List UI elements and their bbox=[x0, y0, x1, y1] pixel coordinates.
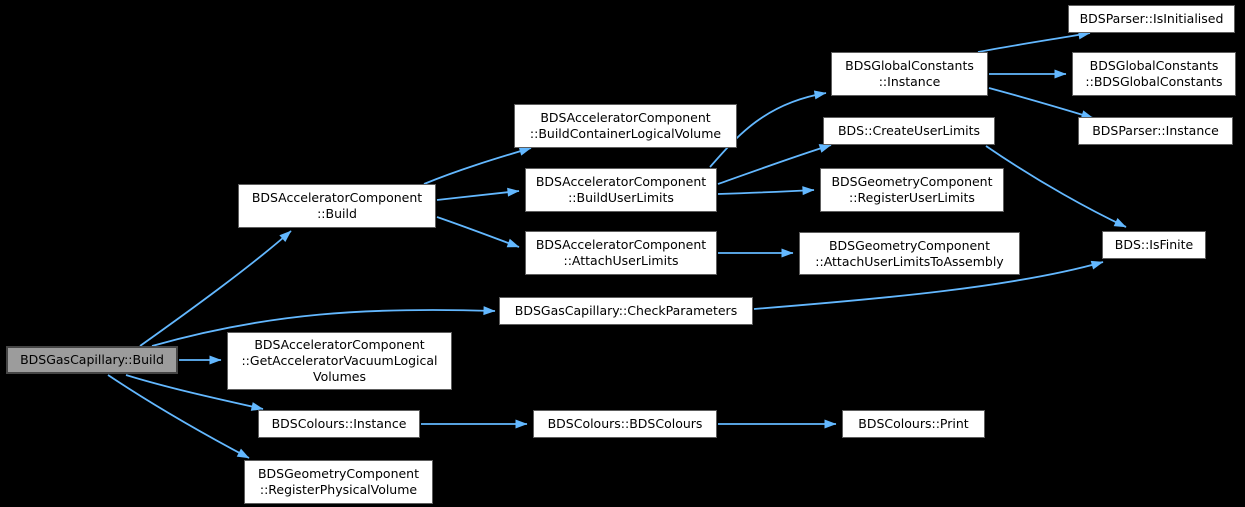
node-globalconstants-ctor[interactable]: BDSGlobalConstants::BDSGlobalConstants bbox=[1072, 52, 1236, 96]
node-build-user-limits[interactable]: BDSAcceleratorComponent::BuildUserLimits bbox=[525, 168, 717, 212]
edge-globalconstants-instance--parser-instance bbox=[988, 87, 1094, 119]
node-label-line: ::Instance bbox=[878, 74, 941, 89]
node-label-line: Volumes bbox=[312, 369, 366, 384]
node-label-line: BDSAcceleratorComponent bbox=[251, 190, 423, 205]
edge-gascapillary-build--gascapillary-checkparameters bbox=[151, 306, 496, 347]
node-gascapillary-build: BDSGasCapillary::Build bbox=[6, 346, 178, 374]
node-label-line: BDSGeometryComponent bbox=[828, 237, 991, 253]
node-label-line: BDSAcceleratorComponent bbox=[535, 237, 707, 252]
node-label-line: BDSGlobalConstants bbox=[1089, 58, 1219, 73]
edge-gascapillary-build--acceleratorcomponent-build bbox=[139, 230, 292, 347]
edge-acceleratorcomponent-build--build-container-logical-volume bbox=[423, 146, 532, 185]
node-label-line: BDSGeometryComponent bbox=[257, 466, 420, 481]
node-attach-user-limits-to-assembly[interactable]: BDSGeometryComponent::AttachUserLimitsTo… bbox=[799, 232, 1020, 275]
node-register-user-limits[interactable]: BDSGeometryComponent::RegisterUserLimits bbox=[820, 168, 1004, 212]
node-label-line: ::GetAcceleratorVacuumLogical bbox=[241, 353, 438, 368]
node-label-line: ::BuildContainerLogicalVolume bbox=[529, 126, 722, 141]
node-label-line: BDSGasCapillary::CheckParameters bbox=[514, 303, 738, 318]
node-colours-print[interactable]: BDSColours::Print bbox=[842, 410, 985, 438]
edge-gascapillary-build--register-physical-volume bbox=[107, 374, 250, 459]
node-acceleratorcomponent-build[interactable]: BDSAcceleratorComponent::Build bbox=[238, 184, 436, 228]
node-label-line: ::BuildUserLimits bbox=[568, 190, 674, 205]
node-register-physical-volume[interactable]: BDSGeometryComponent::RegisterPhysicalVo… bbox=[244, 460, 433, 504]
node-label-line: BDSColours::Print bbox=[858, 416, 969, 431]
edge-build-user-limits--create-user-limits bbox=[717, 144, 832, 185]
node-label-line: ::Build bbox=[317, 206, 357, 221]
node-label-line: BDS::IsFinite bbox=[1114, 237, 1194, 252]
node-create-user-limits[interactable]: BDS::CreateUserLimits bbox=[823, 117, 995, 145]
node-label-line: ::RegisterUserLimits bbox=[849, 190, 975, 205]
node-parser-instance[interactable]: BDSParser::Instance bbox=[1078, 117, 1233, 145]
node-bds-is-finite[interactable]: BDS::IsFinite bbox=[1102, 231, 1206, 259]
node-colours-ctor[interactable]: BDSColours::BDSColours bbox=[533, 410, 717, 438]
edge-build-user-limits--globalconstants-instance bbox=[709, 90, 827, 168]
node-label-line: BDSGlobalConstants bbox=[845, 58, 974, 73]
node-get-accelerator-vacuum-logical-volumes[interactable]: BDSAcceleratorComponent::GetAcceleratorV… bbox=[227, 332, 452, 390]
edge-create-user-limits--bds-is-finite bbox=[985, 145, 1127, 228]
edge-build-user-limits--register-user-limits bbox=[717, 186, 815, 196]
edge-globalconstants-instance--parser-is-initialised bbox=[977, 30, 1091, 53]
node-label-line: BDSGasCapillary::Build bbox=[20, 352, 164, 367]
node-label-line: ::BDSGlobalConstants bbox=[1085, 74, 1223, 89]
node-label-line: ::AttachUserLimitsToAssembly bbox=[815, 253, 1004, 269]
edge-gascapillary-build--colours-instance bbox=[125, 374, 264, 411]
node-label-line: ::RegisterPhysicalVolume bbox=[259, 482, 418, 497]
node-label-line: BDS::CreateUserLimits bbox=[837, 123, 981, 138]
node-label-line: BDSAcceleratorComponent bbox=[254, 337, 425, 352]
edge-acceleratorcomponent-build--attach-user-limits bbox=[436, 216, 520, 248]
node-colours-instance[interactable]: BDSColours::Instance bbox=[258, 410, 420, 438]
node-label-line: BDSColours::BDSColours bbox=[547, 416, 703, 431]
node-label-line: BDSAcceleratorComponent bbox=[540, 110, 711, 125]
node-attach-user-limits[interactable]: BDSAcceleratorComponent::AttachUserLimit… bbox=[525, 231, 717, 275]
node-label-line: BDSParser::IsInitialised bbox=[1079, 11, 1224, 26]
node-parser-is-initialised[interactable]: BDSParser::IsInitialised bbox=[1068, 5, 1235, 33]
node-label-line: BDSParser::Instance bbox=[1092, 123, 1219, 138]
edge-gascapillary-checkparameters--bds-is-finite bbox=[753, 260, 1104, 310]
node-gascapillary-checkparameters[interactable]: BDSGasCapillary::CheckParameters bbox=[499, 297, 753, 325]
node-label-line: ::AttachUserLimits bbox=[563, 253, 679, 268]
edge-acceleratorcomponent-build--build-user-limits bbox=[436, 187, 520, 201]
node-build-container-logical-volume[interactable]: BDSAcceleratorComponent::BuildContainerL… bbox=[514, 104, 737, 148]
node-label-line: BDSGeometryComponent bbox=[831, 174, 993, 189]
node-globalconstants-instance[interactable]: BDSGlobalConstants::Instance bbox=[831, 52, 988, 96]
node-label-line: BDSColours::Instance bbox=[271, 416, 407, 431]
node-label-line: BDSAcceleratorComponent bbox=[535, 174, 707, 189]
